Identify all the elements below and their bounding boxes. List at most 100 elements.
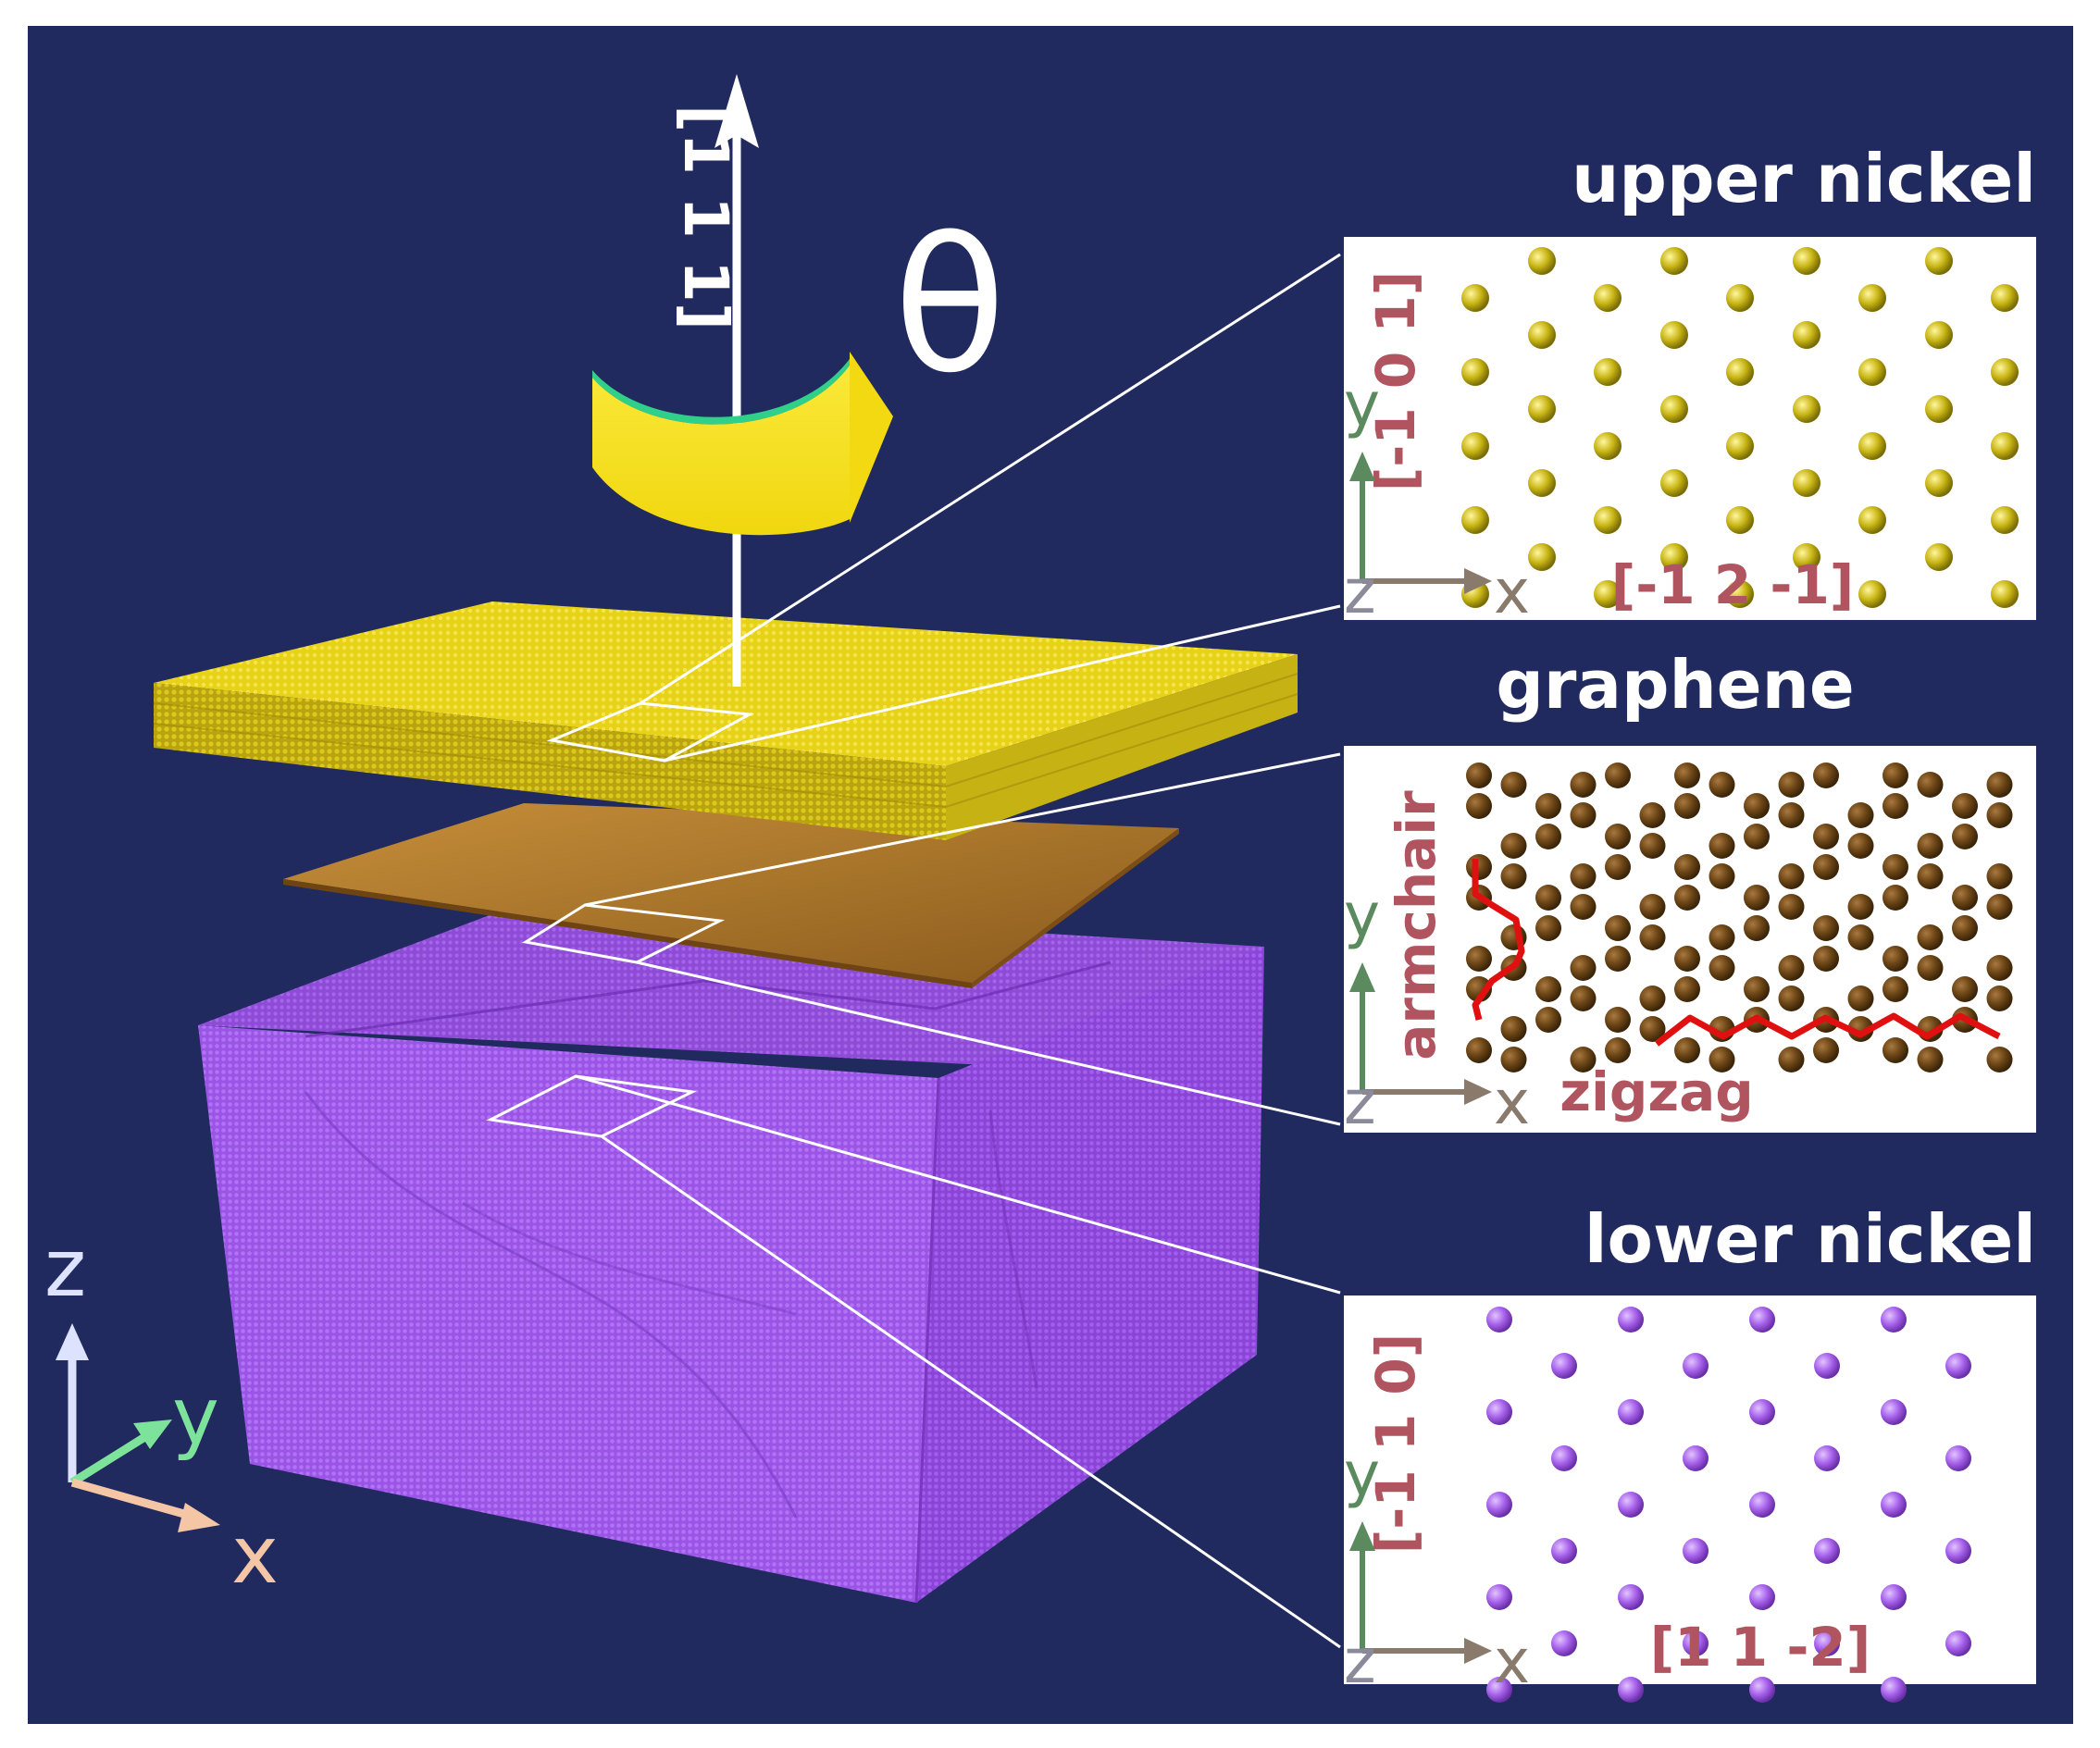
carbon-atom: [1847, 924, 1874, 950]
nickel-atom: [1726, 284, 1754, 312]
carbon-atom: [1674, 762, 1700, 788]
carbon-atom: [1639, 894, 1666, 920]
nickel-atom: [1461, 432, 1489, 460]
carbon-atom: [1570, 772, 1597, 798]
carbon-atom: [1744, 915, 1770, 941]
carbon-atom: [1986, 955, 2013, 981]
nickel-atom: [1991, 506, 2019, 534]
carbon-atom: [1813, 915, 1839, 941]
upper-nickel-x-direction: [-1 2 -1]: [1611, 553, 1855, 616]
nickel-atom: [1991, 358, 2019, 386]
carbon-atom: [1847, 986, 1874, 1011]
carbon-atom: [1778, 1047, 1805, 1072]
rotation-axis: [1 1 1]: [670, 74, 759, 687]
nickel-atom: [1683, 1630, 1709, 1656]
carbon-atom: [1674, 854, 1700, 880]
carbon-atom: [1709, 1047, 1735, 1072]
graphene-x-label: x: [1494, 1067, 1530, 1138]
carbon-atom: [1813, 762, 1839, 788]
carbon-atom: [1917, 955, 1944, 981]
carbon-atom: [1500, 1016, 1527, 1042]
upper-nickel-panel: [-1 0 1] y z x [-1 2 -1]: [1344, 237, 2036, 627]
nickel-atom: [1726, 432, 1754, 460]
carbon-atom: [1813, 824, 1839, 849]
carbon-atom: [1639, 924, 1666, 950]
nickel-atom: [1749, 1584, 1775, 1610]
carbon-atom: [1883, 854, 1908, 880]
carbon-atom: [1744, 885, 1770, 911]
nickel-atom: [1881, 1584, 1907, 1610]
carbon-atom: [1605, 1007, 1631, 1033]
global-coordinate-axes: [56, 1323, 220, 1532]
lower-nickel-atoms: [1486, 1307, 1971, 1703]
carbon-atom: [1535, 915, 1561, 941]
carbon-atom: [1883, 793, 1908, 819]
nickel-atom: [1660, 321, 1688, 349]
carbon-atom: [1466, 762, 1492, 788]
carbon-atom: [1778, 986, 1805, 1011]
carbon-atom: [1466, 946, 1492, 972]
nickel-atom: [1660, 247, 1688, 275]
carbon-atom: [1917, 924, 1944, 950]
nickel-atom: [1814, 1538, 1840, 1564]
nickel-atom: [1814, 1630, 1840, 1656]
nickel-atom: [1749, 1492, 1775, 1518]
carbon-atom: [1847, 802, 1874, 828]
carbon-atom: [1952, 976, 1978, 1002]
carbon-atom: [1917, 1047, 1944, 1072]
zigzag-path: [1654, 1012, 2001, 1047]
lower-nickel-x-label: x: [1494, 1626, 1530, 1697]
nickel-atom: [1461, 358, 1489, 386]
upper-nickel-y-label: y: [1344, 369, 1380, 440]
carbon-atom: [1466, 854, 1492, 880]
nickel-atom: [1528, 395, 1556, 423]
nickel-atom: [1551, 1445, 1577, 1471]
nickel-atom: [1594, 432, 1622, 460]
global-y-label: y: [172, 1370, 219, 1463]
nickel-atom: [1528, 469, 1556, 497]
carbon-atom: [1744, 824, 1770, 849]
nickel-atom: [1486, 1492, 1512, 1518]
nickel-atom: [1486, 1677, 1512, 1703]
carbon-atom: [1917, 772, 1944, 798]
graphene-y-label: y: [1344, 880, 1380, 951]
carbon-atom: [1570, 863, 1597, 889]
carbon-atom: [1986, 894, 2013, 920]
carbon-atom: [1674, 885, 1700, 911]
nickel-atom: [1528, 543, 1556, 571]
nickel-atom: [1660, 395, 1688, 423]
lower-nickel-y-label: y: [1344, 1439, 1380, 1510]
nickel-atom: [1881, 1399, 1907, 1425]
nickel-atom: [1945, 1353, 1971, 1379]
upper-nickel-axes: [1349, 452, 1492, 594]
carbon-atom: [1674, 976, 1700, 1002]
carbon-atom: [1674, 946, 1700, 972]
carbon-atom: [1639, 986, 1666, 1011]
nickel-atom: [1594, 580, 1622, 608]
global-z-label: z: [44, 1222, 86, 1315]
carbon-atom: [1709, 863, 1735, 889]
carbon-atom: [1500, 772, 1527, 798]
nickel-atom: [1814, 1445, 1840, 1471]
carbon-atom: [1847, 1016, 1874, 1042]
carbon-atom: [1639, 1016, 1666, 1042]
lower-nickel-y-direction: [-1 1 0]: [1364, 1333, 1427, 1555]
carbon-atom: [1639, 802, 1666, 828]
carbon-atom: [1535, 885, 1561, 911]
carbon-atom: [1605, 854, 1631, 880]
nickel-atom: [1945, 1538, 1971, 1564]
carbon-atom: [1570, 894, 1597, 920]
nickel-atom: [1925, 247, 1953, 275]
carbon-atom: [1986, 986, 2013, 1011]
lower-nickel-axes: [1349, 1521, 1492, 1664]
nickel-atom: [1594, 284, 1622, 312]
rotation-arrow-icon: [592, 352, 893, 536]
graphene-axes: [1349, 962, 1492, 1105]
carbon-atom: [1883, 762, 1908, 788]
nickel-atom: [1858, 284, 1886, 312]
nickel-atom: [1726, 358, 1754, 386]
upper-nickel-right-face: [946, 654, 1298, 840]
nickel-atom: [1528, 321, 1556, 349]
graphene-y-direction: armchair: [1385, 790, 1448, 1060]
